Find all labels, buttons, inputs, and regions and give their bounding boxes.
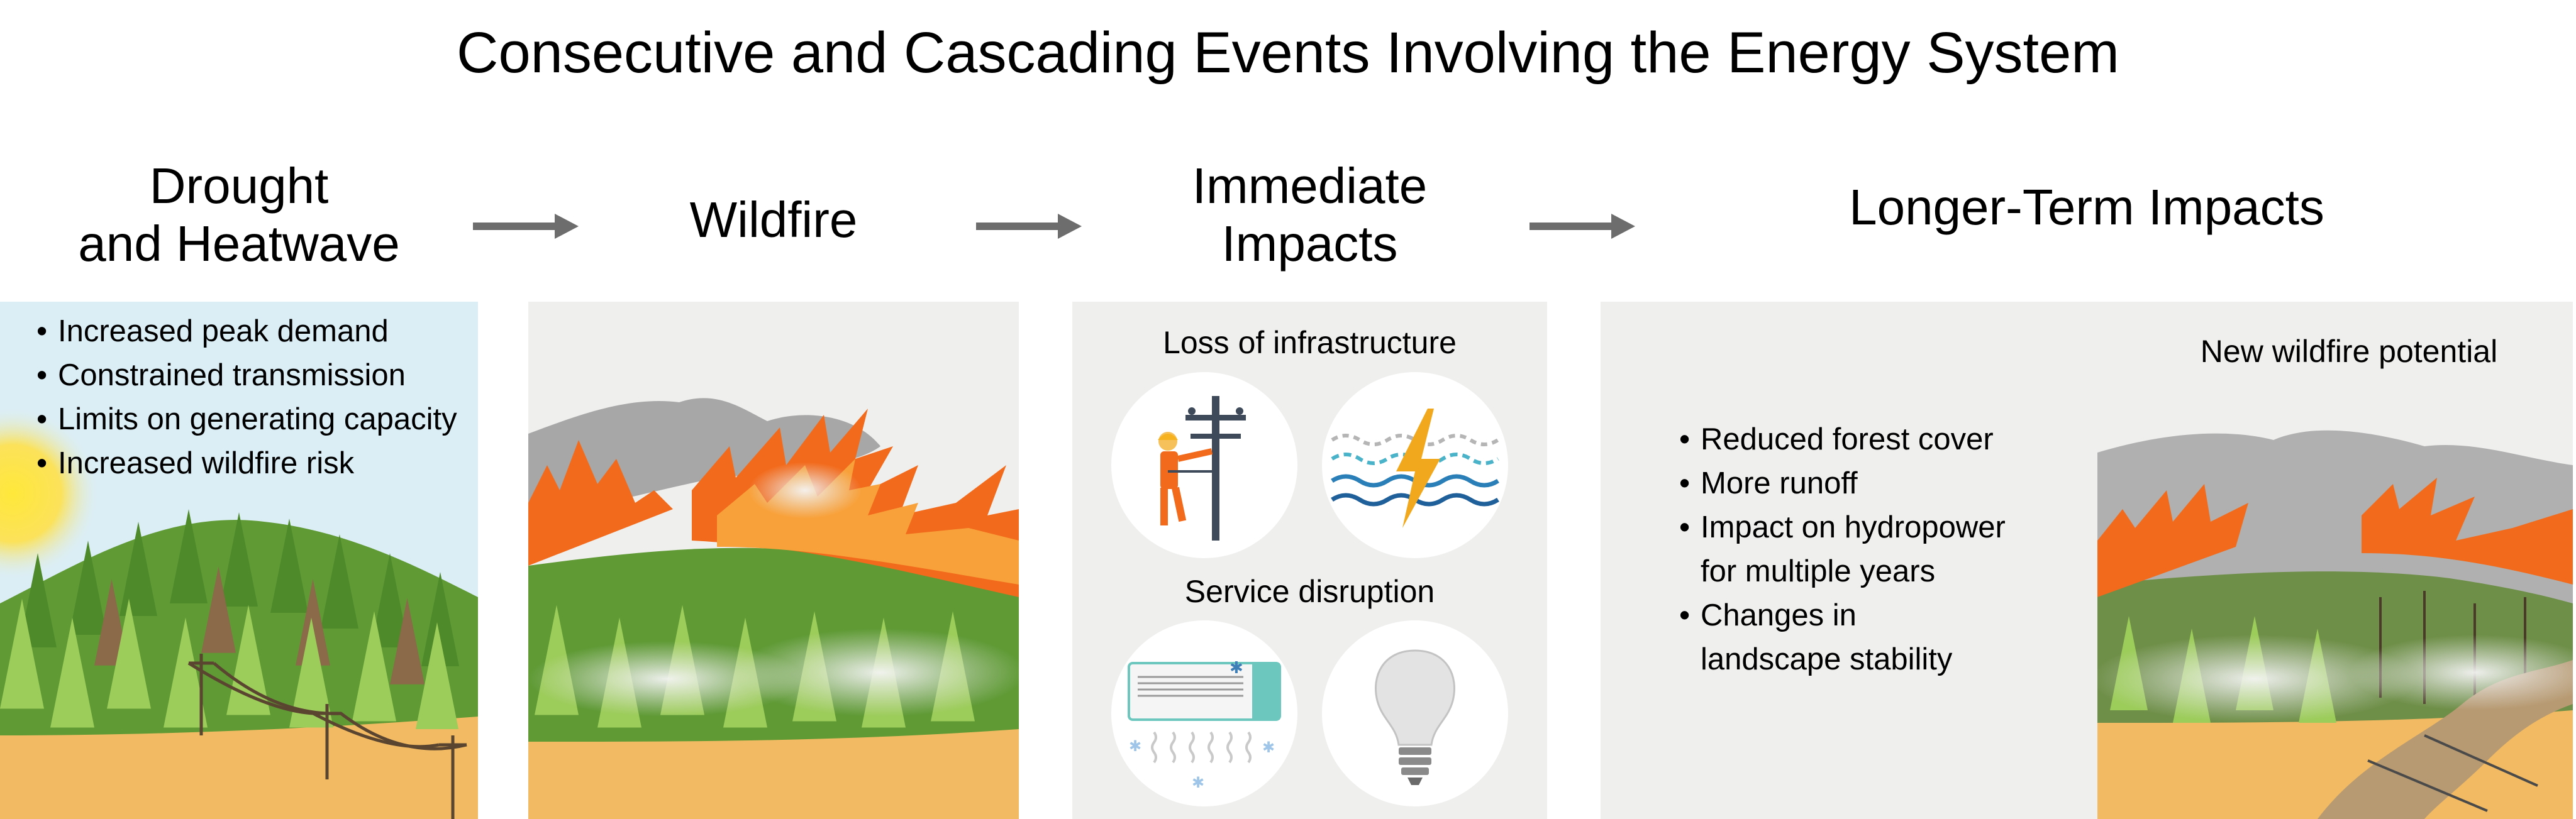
bullet-item: More runoff (1679, 461, 2006, 505)
wildfire-panel (528, 302, 1019, 819)
lineworker-icon (1111, 372, 1297, 558)
bullet-item: Reduced forest cover (1679, 417, 2006, 461)
svg-text:✱: ✱ (1230, 659, 1243, 678)
arrow-right-icon (473, 214, 579, 239)
loss-of-infrastructure-caption: Loss of infrastructure (1163, 325, 1457, 360)
light-bulb-icon (1322, 620, 1508, 806)
bullet-item: Changes in (1679, 593, 2006, 637)
longer-term-impacts-panel: New wildfire potential Reduced forest co… (1601, 302, 2573, 819)
diagram-title: Consecutive and Cascading Events Involvi… (457, 21, 2119, 85)
svg-text:✱: ✱ (1192, 774, 1204, 791)
phase-heading-drought: Drought and Heatwave (78, 158, 400, 272)
air-conditioner-icon: ✱ ✱ ✱ ✱ (1111, 620, 1297, 806)
power-surge-icon (1322, 372, 1508, 558)
bullet-item: Constrained transmission (36, 353, 457, 397)
post-fire-landscape-illustration (2097, 430, 2573, 819)
service-disruption-caption: Service disruption (1184, 574, 1435, 609)
drought-heatwave-panel: Increased peak demand Constrained transm… (0, 302, 478, 819)
new-wildfire-potential-caption: New wildfire potential (2200, 334, 2498, 369)
bullet-item: Increased wildfire risk (36, 441, 457, 485)
phase-heading-immediate: Immediate Impacts (1192, 158, 1428, 272)
svg-text:✱: ✱ (1262, 739, 1275, 756)
bullet-item: Limits on generating capacity (36, 397, 457, 441)
phase-heading-wildfire: Wildfire (689, 192, 858, 248)
bullet-continuation: for multiple years (1701, 554, 1936, 588)
svg-text:✱: ✱ (1129, 737, 1141, 755)
wildfire-illustration (528, 398, 1019, 819)
bullet-item: Impact on hydropower (1679, 505, 2006, 549)
immediate-impacts-panel: Loss of infrastructure Service disruptio… (1072, 302, 1547, 819)
drought-landscape-illustration (0, 405, 478, 819)
bullet-continuation: landscape stability (1701, 642, 1953, 676)
longer-term-bullet-list: Reduced forest cover More runoff Impact … (1679, 417, 2006, 681)
drought-bullet-list: Increased peak demand Constrained transm… (36, 309, 457, 485)
arrow-right-icon (1530, 214, 1635, 239)
phase-heading-longer-term: Longer-Term Impacts (1849, 179, 2324, 235)
bullet-item: Increased peak demand (36, 309, 457, 353)
arrow-right-icon (976, 214, 1082, 239)
